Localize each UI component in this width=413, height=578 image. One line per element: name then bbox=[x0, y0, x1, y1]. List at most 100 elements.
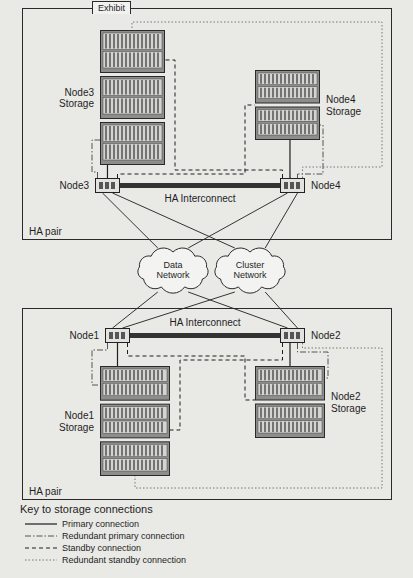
drive-slot bbox=[109, 445, 110, 455]
drive-slot bbox=[157, 408, 158, 418]
drive-slot bbox=[276, 408, 277, 418]
drive-slot bbox=[276, 124, 277, 134]
storage-stack: Node4 Storage bbox=[255, 70, 320, 140]
drive-slot bbox=[141, 80, 142, 95]
drive-slot bbox=[296, 74, 297, 84]
drive-slot bbox=[117, 422, 118, 432]
drive-slot bbox=[113, 370, 114, 380]
node-label: Node1 Storage bbox=[48, 410, 94, 433]
drive-slot bbox=[288, 111, 289, 121]
drive-slot bbox=[304, 88, 305, 98]
drive-slot bbox=[145, 445, 146, 455]
drive-slot bbox=[288, 408, 289, 418]
drive-slot bbox=[260, 74, 261, 84]
drive-slot bbox=[137, 145, 138, 160]
drive-slot bbox=[105, 34, 106, 49]
drive-slot bbox=[149, 370, 150, 380]
drive-slot bbox=[161, 384, 162, 394]
drive-slot bbox=[117, 34, 118, 49]
drive-slot bbox=[109, 34, 110, 49]
drive-slot bbox=[121, 422, 122, 432]
disk-shelf bbox=[256, 107, 320, 140]
drive-slot bbox=[113, 126, 114, 141]
disk-shelf bbox=[101, 31, 165, 73]
drive-slot bbox=[157, 445, 158, 455]
drive-slot bbox=[137, 370, 138, 380]
node-label: Node4 bbox=[311, 180, 340, 192]
drive-slot bbox=[113, 99, 114, 114]
drive-slot bbox=[161, 422, 162, 432]
drive-slot bbox=[113, 34, 114, 49]
drive-slot bbox=[113, 80, 114, 95]
drive-slot bbox=[312, 88, 313, 98]
drive-slot bbox=[300, 124, 301, 134]
drive-slot bbox=[145, 460, 146, 470]
drive-slot bbox=[121, 408, 122, 418]
drive-slot bbox=[316, 422, 317, 432]
drive-slot bbox=[276, 384, 277, 394]
drive-slot bbox=[157, 80, 158, 95]
drive-slot bbox=[312, 408, 313, 418]
drive-slot bbox=[141, 422, 142, 432]
drive-slot bbox=[145, 384, 146, 394]
drive-slot bbox=[121, 370, 122, 380]
drive-slot bbox=[268, 124, 269, 134]
drive-slot bbox=[304, 124, 305, 134]
drive-slot bbox=[161, 460, 162, 470]
drive-slot bbox=[117, 408, 118, 418]
storage-stack: Node1 Storage bbox=[100, 366, 170, 476]
drive-slot bbox=[284, 124, 285, 134]
drive-slot bbox=[264, 88, 265, 98]
drive-slot bbox=[268, 408, 269, 418]
node-label: HA pair bbox=[29, 226, 62, 238]
drive-slot bbox=[113, 408, 114, 418]
drive-slot bbox=[149, 422, 150, 432]
drive-slot bbox=[300, 74, 301, 84]
drive-slot bbox=[137, 445, 138, 455]
drive-slot bbox=[264, 408, 265, 418]
drive-slot bbox=[292, 124, 293, 134]
drive-slot bbox=[149, 460, 150, 470]
legend-row: Primary connection bbox=[24, 519, 139, 529]
drive-slot bbox=[153, 80, 154, 95]
drive-slot bbox=[268, 74, 269, 84]
drive-slot bbox=[264, 422, 265, 432]
drive-slot bbox=[296, 370, 297, 380]
drive-slot bbox=[129, 126, 130, 141]
drive-slot bbox=[105, 99, 106, 114]
drive-slot bbox=[264, 111, 265, 121]
drive-slot bbox=[109, 422, 110, 432]
drive-slot bbox=[149, 408, 150, 418]
drive-bay bbox=[103, 79, 162, 96]
drive-bay bbox=[103, 444, 167, 456]
drive-slot bbox=[288, 124, 289, 134]
drive-slot bbox=[129, 99, 130, 114]
drive-slot bbox=[157, 145, 158, 160]
legend-sample bbox=[24, 519, 58, 529]
drive-slot bbox=[312, 384, 313, 394]
drive-slot bbox=[145, 99, 146, 114]
drive-slot bbox=[137, 34, 138, 49]
storage-connection bbox=[117, 343, 118, 366]
drive-slot bbox=[268, 111, 269, 121]
drive-slot bbox=[129, 408, 130, 418]
drive-slot bbox=[304, 74, 305, 84]
drive-slot bbox=[292, 111, 293, 121]
drive-slot bbox=[260, 111, 261, 121]
drive-bay bbox=[258, 421, 322, 433]
drive-slot bbox=[312, 111, 313, 121]
drive-slot bbox=[161, 408, 162, 418]
storage-stack-drawing bbox=[100, 366, 170, 476]
controller-chassis bbox=[281, 329, 305, 343]
controller-port bbox=[284, 332, 288, 339]
drive-slot bbox=[308, 422, 309, 432]
storage-stack-drawing bbox=[100, 30, 165, 165]
storage-stack: Node3 Storage bbox=[100, 30, 165, 165]
legend-line bbox=[25, 548, 57, 549]
drive-slot bbox=[153, 422, 154, 432]
drive-slot bbox=[141, 126, 142, 141]
drive-slot bbox=[125, 145, 126, 160]
drive-slot bbox=[129, 34, 130, 49]
drive-slot bbox=[149, 34, 150, 49]
drive-slot bbox=[260, 384, 261, 394]
